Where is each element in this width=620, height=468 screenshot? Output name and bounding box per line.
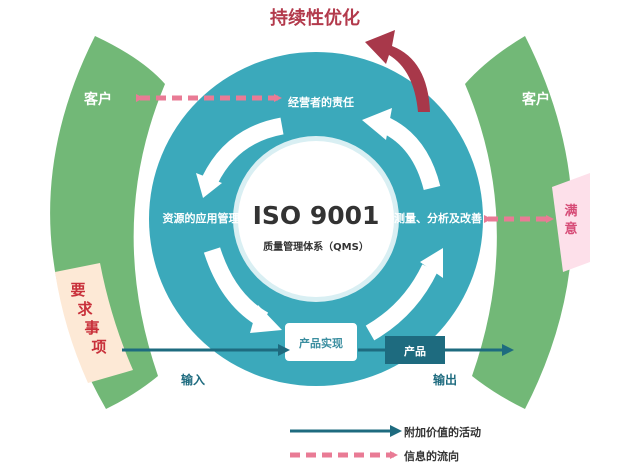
satisfaction-box (552, 173, 590, 272)
legend-value-added-label: 附加价值的活动 (404, 425, 481, 439)
output-label: 输出 (433, 372, 457, 387)
qms-inner-circle (238, 141, 394, 297)
center-sub-label: 质量管理体系（QMS） (263, 240, 369, 253)
cycle-arrow-top-left-head (196, 173, 222, 198)
product-label: 产品 (404, 344, 426, 358)
cycle-arrow-right-top-head (362, 108, 392, 140)
requirements-char: 求 (77, 300, 93, 318)
process-resources-label: 资源的应用管理 (163, 211, 240, 225)
requirements-char: 项 (91, 338, 106, 356)
requirements-char: 事 (84, 319, 99, 337)
cycle-arrow-bottom-right (365, 264, 438, 341)
requirements-char: 要 (70, 281, 85, 299)
input-label: 输入 (181, 372, 205, 387)
satisfaction-char: 意 (564, 221, 577, 237)
realization-box (283, 321, 359, 363)
process-measurement-label: 测量、分析及改善 (394, 211, 482, 225)
satisfaction-char: 满 (564, 203, 577, 219)
requirements-label: 要 求 事 项 (70, 281, 106, 356)
customer-left-label: 客户 (83, 91, 112, 108)
customer-right-label: 客户 (521, 91, 550, 108)
cycle-arrow-left-bottom-head (250, 305, 282, 333)
process-management-label: 经营者的责任 (288, 95, 354, 109)
improvement-arrow (365, 30, 430, 112)
satisfaction-label: 满 意 (564, 203, 577, 237)
cycle-arrow-right-top (379, 116, 441, 191)
legend-info-flow-label: 信息的流向 (404, 449, 459, 463)
cycle-arrow-bottom-right-head (420, 248, 443, 278)
requirements-box (55, 263, 133, 383)
cycle-arrow-top-left (202, 117, 284, 184)
center-main-label: ISO 9001 (253, 201, 380, 230)
title: 持续性优化 (270, 7, 360, 29)
realization-label: 产品实现 (299, 336, 343, 350)
